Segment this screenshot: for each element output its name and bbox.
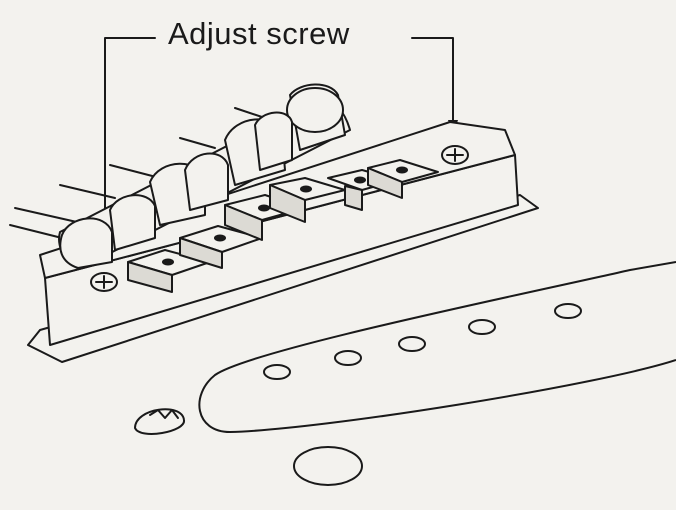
saddle-roller [58,83,351,269]
adjust-screw-right [441,145,469,165]
pole-pieces [127,159,439,293]
loose-screw [134,408,185,435]
pickup-cover-strip [198,261,676,433]
pole-piece-disc [293,446,363,486]
strings [9,107,266,241]
adjust-screw-left [90,272,118,292]
adjust-screw-label: Adjust screw [168,16,350,51]
